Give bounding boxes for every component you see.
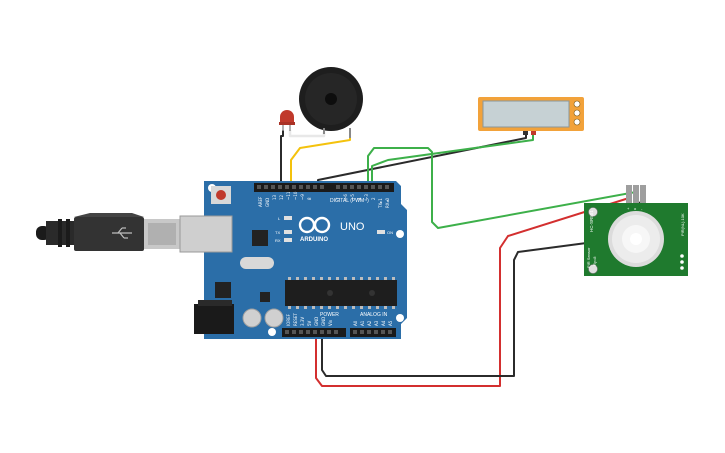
digital-pin-label: 7 bbox=[336, 197, 341, 200]
rx-label: RX bbox=[275, 238, 281, 243]
digital-pin-label: ~10 bbox=[293, 191, 298, 200]
rxd-pin-label: RX◂0 bbox=[385, 197, 390, 208]
pir-line2: Ry=8 bbox=[592, 256, 597, 266]
digital-pin-labels: AREF GND 13 12 ~11 ~10 ~9 8 7 ~6 ~5 4 ~3… bbox=[258, 191, 390, 209]
digital-pin-label: ~3 bbox=[364, 194, 369, 200]
power-pin-label: 3.3V bbox=[300, 317, 305, 326]
tx-label: TX bbox=[275, 230, 280, 235]
board-model: UNO bbox=[340, 221, 365, 233]
arduino-uno-board[interactable]: ARDUINO UNO DIGITAL (PWM~) POWER ANALOG … bbox=[179, 181, 407, 339]
digital-label: DIGITAL (PWM~) bbox=[330, 198, 369, 204]
txd-pin-label: TX▸1 bbox=[378, 198, 383, 209]
wire-yellow-buzzer[interactable] bbox=[290, 137, 351, 190]
power-pin-label: RESET bbox=[293, 313, 298, 326]
wire-led-anode[interactable] bbox=[288, 130, 326, 138]
digital-pin-label: 8 bbox=[307, 197, 312, 200]
pir-line3: PIR(NL) 10K bbox=[680, 213, 685, 236]
power-pin-label: IOREF bbox=[286, 313, 291, 326]
pir-pin-out: o bbox=[634, 206, 637, 211]
analog-pin-label: A3 bbox=[374, 320, 379, 326]
power-pin-label: GND bbox=[314, 317, 319, 326]
usb-cable-icon[interactable] bbox=[36, 213, 180, 251]
usb-symbol-icon bbox=[112, 227, 132, 239]
l-label: L bbox=[278, 216, 281, 221]
led-icon[interactable] bbox=[279, 110, 295, 131]
gnd-pin-label: GND bbox=[265, 198, 270, 207]
analog-pin-label: A5 bbox=[388, 320, 393, 326]
wire-green-pir[interactable] bbox=[367, 147, 637, 229]
arduino-logo-icon bbox=[298, 216, 331, 234]
board-brand: ARDUINO bbox=[300, 237, 328, 243]
power-pin-label: Vin bbox=[328, 319, 333, 326]
on-label: ON bbox=[387, 230, 393, 235]
power-analog-pin-labels: IOREF RESET 3.3V 5V GND GND Vin A0 A1 A2… bbox=[286, 313, 393, 326]
power-label: POWER bbox=[320, 312, 339, 318]
digital-pin-label: ~11 bbox=[286, 191, 291, 200]
digital-pin-label: ~5 bbox=[350, 194, 355, 200]
analog-pin-label: A0 bbox=[353, 320, 358, 326]
pir-pin-plus: + bbox=[627, 206, 630, 211]
digital-pin-label: 12 bbox=[279, 194, 284, 200]
pir-part-label: HC-SR501 bbox=[589, 210, 594, 232]
digital-pin-label: ~6 bbox=[343, 194, 348, 200]
pir-pin-minus: - bbox=[641, 206, 643, 211]
analog-pin-label: A2 bbox=[367, 320, 372, 326]
aref-pin-label: AREF bbox=[258, 196, 263, 207]
digital-pin-label: 4 bbox=[357, 197, 362, 200]
power-pin-label: GND bbox=[321, 317, 326, 326]
lcd-display-module[interactable] bbox=[478, 97, 584, 135]
pir-line1: PIR Sensor bbox=[586, 247, 591, 268]
pir-sensor[interactable]: HC-SR501 PIR Sensor Ry=8 PIR(NL) 10K + o… bbox=[584, 185, 688, 276]
power-pin-label: 5V bbox=[307, 320, 312, 326]
digital-pin-label: ~9 bbox=[300, 194, 305, 200]
analog-pin-label: A4 bbox=[381, 320, 386, 326]
analog-label: ANALOG IN bbox=[360, 312, 388, 318]
wire-green-lcd[interactable] bbox=[371, 134, 534, 188]
analog-pin-label: A1 bbox=[360, 320, 365, 326]
digital-pin-label: 2 bbox=[371, 197, 376, 200]
buzzer-icon[interactable] bbox=[299, 67, 363, 138]
wire-black-led-gnd[interactable] bbox=[280, 130, 284, 190]
digital-pin-label: 13 bbox=[272, 194, 277, 200]
